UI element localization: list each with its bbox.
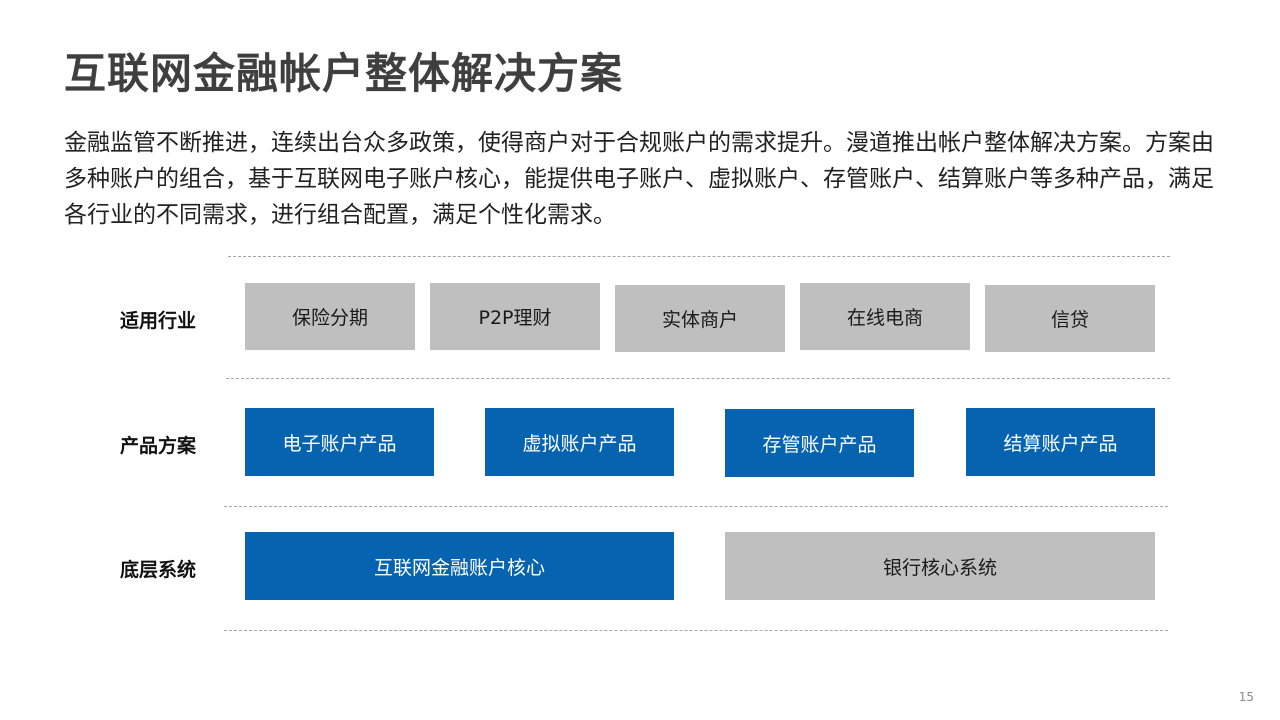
industry-box-ecommerce: 在线电商: [800, 283, 970, 350]
industry-box-p2p: P2P理财: [430, 283, 600, 350]
industry-box-credit: 信贷: [985, 285, 1155, 352]
product-box-electronic-account: 电子账户产品: [245, 408, 434, 476]
row-label-products: 产品方案: [120, 435, 197, 457]
page-number: 15: [1238, 690, 1254, 704]
separator-1: [226, 378, 1170, 379]
page-title: 互联网金融帐户整体解决方案: [64, 49, 624, 98]
industry-box-physical-merchant: 实体商户: [615, 285, 785, 352]
base-box-bank-core: 银行核心系统: [725, 532, 1155, 600]
product-box-virtual-account: 虚拟账户产品: [485, 408, 674, 476]
row-label-industries: 适用行业: [120, 310, 197, 332]
product-box-custody-account: 存管账户产品: [725, 409, 914, 477]
separator-top: [228, 256, 1170, 257]
row-label-base: 底层系统: [120, 559, 197, 581]
product-box-settlement-account: 结算账户产品: [966, 408, 1155, 476]
intro-paragraph: 金融监管不断推进，连续出台众多政策，使得商户对于合规账户的需求提升。漫道推出帐户…: [64, 130, 1214, 228]
base-box-account-core: 互联网金融账户核心: [245, 532, 674, 600]
separator-2: [224, 506, 1168, 507]
separator-bottom: [224, 630, 1168, 631]
industry-box-insurance-installment: 保险分期: [245, 283, 415, 350]
